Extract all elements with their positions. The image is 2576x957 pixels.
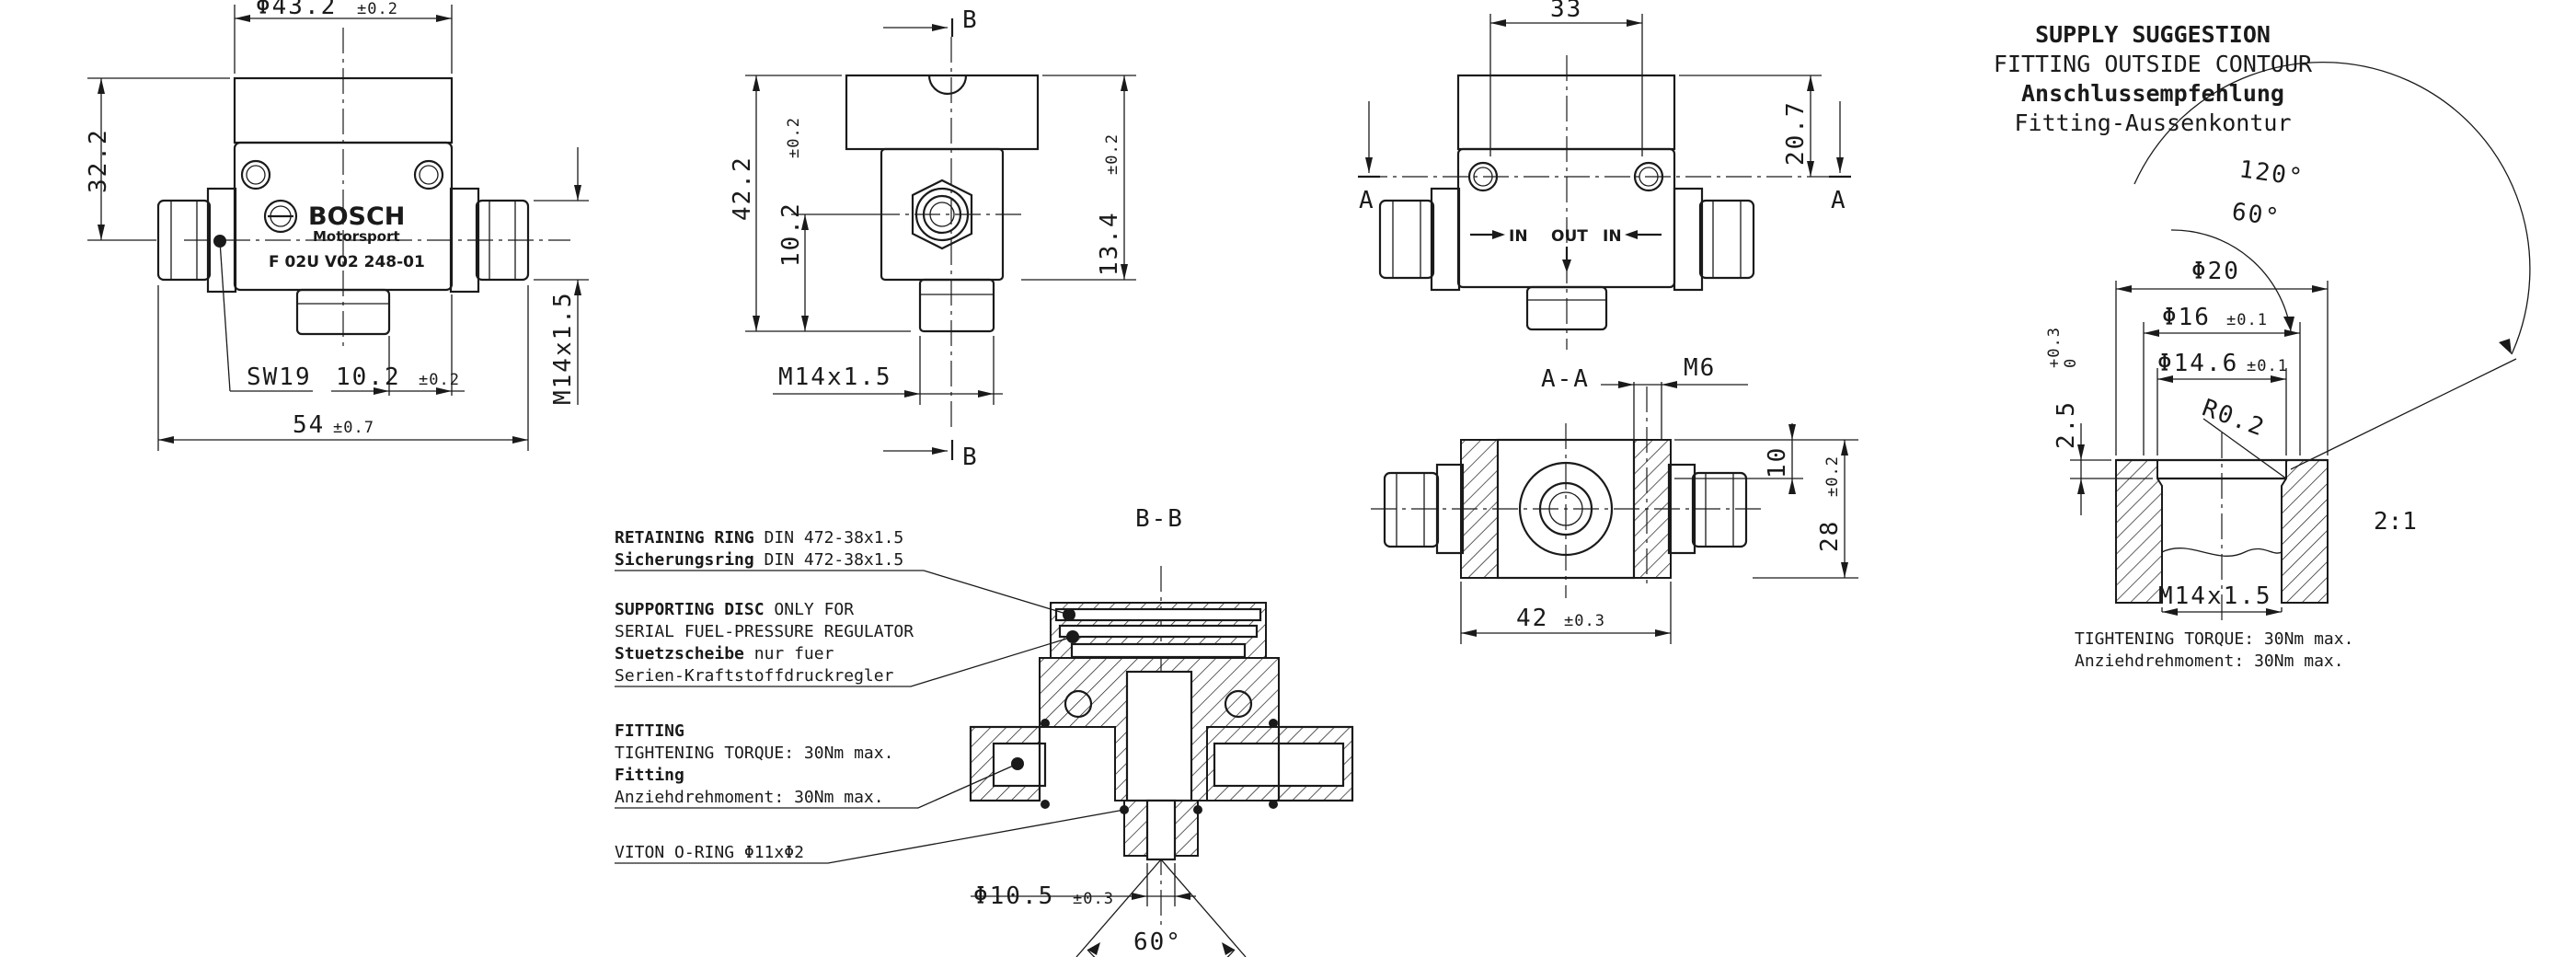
dim-aa-thread: M6: [1684, 354, 1716, 382]
dim-front-width: 54: [293, 411, 325, 439]
dim-aa-width-tol: ±0.3: [1564, 612, 1605, 630]
port-out: OUT: [1551, 227, 1588, 246]
dim-bb-bore: Φ10.5: [973, 882, 1054, 910]
dim-side-h2: 13.4: [1096, 211, 1123, 276]
callout-serien-regler: Serien-Kraftstoffdruckregler: [615, 666, 894, 686]
dim-supply-depth-tol-lo: 0: [2062, 358, 2080, 368]
dim-aa-width: 42: [1516, 605, 1548, 632]
section-b-bottom: B: [962, 444, 979, 471]
dim-supply-angle-outer: 120°: [2237, 156, 2306, 192]
callout-torque-de: Anziehdrehmoment: 30Nm max.: [615, 788, 884, 807]
dim-supply-d2: Φ16: [2162, 304, 2211, 331]
dim-supply-radius: R0.2: [2199, 394, 2270, 442]
supply-torque-de: Anziehdrehmoment: 30Nm max.: [2075, 651, 2344, 671]
section-aa: A-A M6 10 28 ±: [1371, 354, 1858, 644]
dim-bb-bore-tol: ±0.3: [1073, 890, 1114, 908]
bosch-logo: BOSCH Motorsport F 02U V02 248-01: [263, 199, 425, 271]
dim-front-offset-tol: ±0.2: [419, 371, 460, 389]
front-view: BOSCH Motorsport F 02U V02 248-01 Φ43.2 …: [85, 0, 589, 451]
dim-front-height: 32.2: [85, 128, 112, 193]
rear-view: IN OUT IN 33 20.7 A A: [1358, 0, 1851, 350]
dim-rear-height: 20.7: [1782, 100, 1810, 166]
supply-title-3: Anschlussempfehlung: [2021, 80, 2284, 107]
callout-sicherungsring: Sicherungsring DIN 472-38x1.5: [615, 550, 903, 570]
brand-sub-text: Motorsport: [313, 228, 400, 245]
dim-aa-small: 10: [1764, 446, 1791, 478]
callout-retaining-ring: RETAINING RING DIN 472-38x1.5: [615, 528, 903, 548]
supply-title-4: Fitting-Aussenkontur: [2014, 110, 2291, 136]
callout-fitting: FITTING: [615, 721, 684, 741]
dim-supply-d3: Φ14.6: [2157, 350, 2238, 377]
side-view: B B 42.2 10.2 ±0.2 13.4 ±0.2 M14x1.5: [729, 6, 1136, 471]
port-in-left: IN: [1509, 227, 1528, 246]
dim-bb-angle: 60°: [1133, 928, 1182, 956]
dim-side-h1-tol: ±0.2: [785, 117, 803, 158]
dim-front-offset: 10.2: [336, 363, 401, 391]
port-in-right: IN: [1603, 227, 1622, 246]
part-number: F 02U V02 248-01: [269, 253, 425, 271]
dim-supply-depth-tol-up: +0.3: [2045, 327, 2064, 368]
dim-aa-height-tol: ±0.2: [1823, 455, 1842, 497]
callout-torque-en: TIGHTENING TORQUE: 30Nm max.: [615, 744, 893, 763]
callout-serial-regulator: SERIAL FUEL-PRESSURE REGULATOR: [615, 622, 914, 641]
callout-stuetzscheibe: Stuetzscheibe nur fuer: [615, 644, 834, 663]
dim-front-thread: M14x1.5: [549, 291, 577, 405]
dim-supply-d3-tol: ±0.1: [2247, 357, 2288, 375]
dim-side-thread: M14x1.5: [778, 363, 892, 391]
section-a-left: A: [1359, 187, 1375, 214]
dim-side-h2-tol: ±0.2: [1103, 133, 1121, 175]
callout-viton-oring: VITON O-RING Φ11xΦ2: [615, 843, 804, 862]
supply-title-2: FITTING OUTSIDE CONTOUR: [1994, 51, 2313, 77]
dim-side-height: 42.2: [729, 156, 756, 221]
section-aa-title: A-A: [1541, 365, 1590, 393]
dim-top-diameter-tol: ±0.2: [357, 0, 398, 18]
dim-aa-height: 28: [1816, 520, 1844, 552]
dim-supply-thread: M14x1.5: [2158, 582, 2272, 610]
dim-front-width-tol: ±0.7: [333, 419, 374, 437]
dim-supply-angle-inner: 60°: [2230, 198, 2283, 232]
supply-scale: 2:1: [2374, 508, 2417, 536]
supply-title-1: SUPPLY SUGGESTION: [2035, 21, 2271, 48]
dim-side-h1: 10.2: [777, 202, 805, 267]
dim-supply-depth: 2.5: [2053, 400, 2080, 449]
dim-supply-d1: Φ20: [2191, 258, 2240, 285]
section-bb: B-B RETAINING RING DIN 4: [615, 505, 1354, 957]
section-b-top: B: [962, 6, 979, 34]
dim-supply-d2-tol: ±0.1: [2226, 311, 2268, 329]
section-a-right: A: [1831, 187, 1847, 214]
section-bb-title: B-B: [1135, 505, 1184, 533]
callout-fitting-de: Fitting: [615, 766, 684, 785]
dim-sw: SW19: [247, 363, 312, 391]
dim-top-diameter: Φ43.2: [256, 0, 337, 20]
brand-text: BOSCH: [308, 202, 405, 231]
callout-supporting-disc: SUPPORTING DISC ONLY FOR: [615, 600, 854, 619]
callout-notes: RETAINING RING DIN 472-38x1.5 Sicherungs…: [615, 528, 914, 862]
dim-rear-width: 33: [1550, 0, 1582, 23]
supply-suggestion: SUPPLY SUGGESTION FITTING OUTSIDE CONTOU…: [1994, 21, 2531, 671]
supply-torque-en: TIGHTENING TORQUE: 30Nm max.: [2075, 629, 2353, 649]
